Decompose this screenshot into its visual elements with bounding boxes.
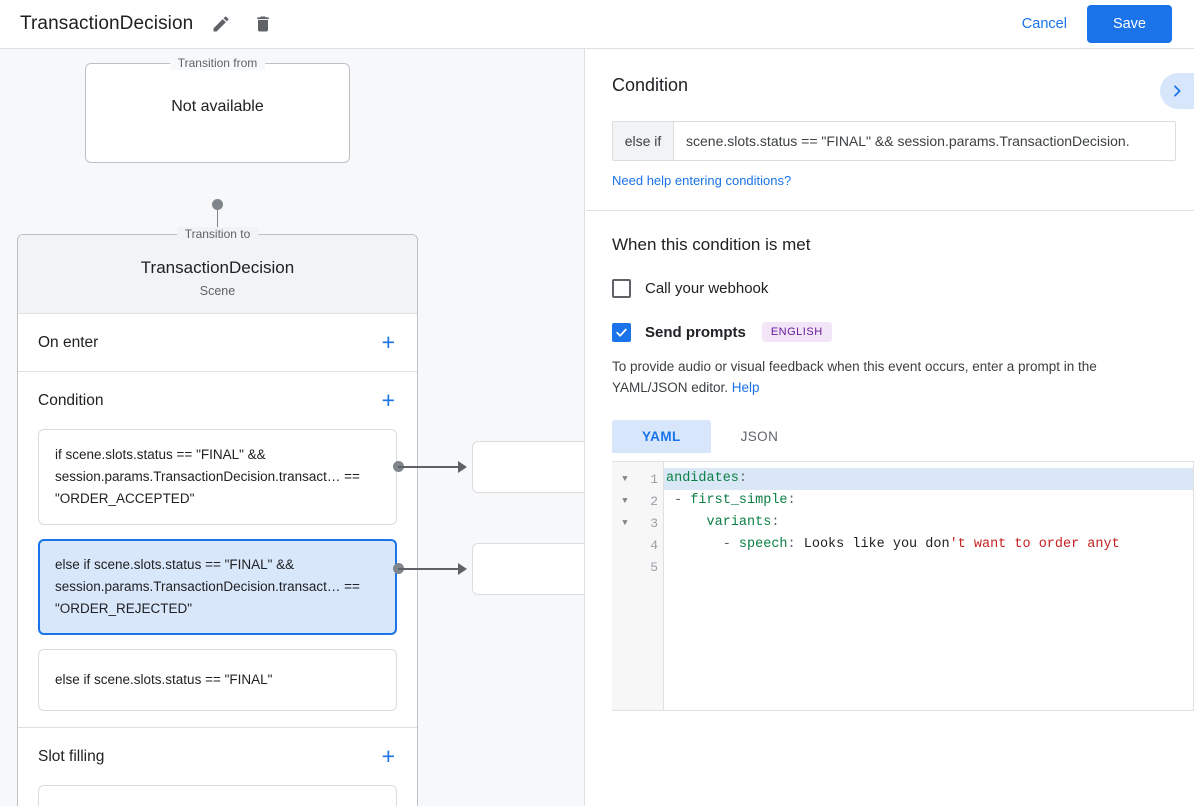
scene-canvas: Transition from Not available Transition… bbox=[0, 49, 585, 806]
code-token: : bbox=[787, 537, 796, 552]
connector-arrow-accepted bbox=[458, 461, 467, 473]
connector-line-accepted bbox=[398, 466, 460, 468]
condition-card-final[interactable]: else if scene.slots.status == "FINAL" bbox=[38, 649, 397, 711]
editor-format-tabs: YAML JSON bbox=[612, 420, 1168, 453]
when-met-heading: When this condition is met bbox=[612, 235, 811, 254]
tab-yaml[interactable]: YAML bbox=[612, 420, 711, 453]
condition-help-link[interactable]: Need help entering conditions? bbox=[612, 173, 792, 188]
transition-to-box: Transition to TransactionDecision Scene bbox=[18, 227, 417, 314]
add-condition-button[interactable]: + bbox=[381, 387, 395, 413]
condition-input[interactable] bbox=[674, 122, 1175, 160]
code-token: : bbox=[738, 471, 748, 486]
send-prompts-label: Send prompts bbox=[645, 323, 746, 341]
language-badge: ENGLISH bbox=[761, 322, 832, 342]
condition-input-row: else if bbox=[612, 121, 1176, 161]
editor-line-number: 5 bbox=[650, 559, 658, 575]
cancel-button[interactable]: Cancel bbox=[1006, 7, 1083, 41]
editor-line-number: 3 bbox=[650, 515, 658, 531]
editor-line-number: 4 bbox=[650, 537, 658, 553]
code-token: 't want to order anyt bbox=[949, 537, 1120, 552]
code-token: first_simple bbox=[690, 493, 788, 508]
code-token: variants bbox=[706, 515, 772, 530]
slot-validation-card[interactable]: Slot validation bbox=[38, 785, 397, 806]
code-token: Looks like you don bbox=[795, 537, 950, 552]
send-prompts-checkbox[interactable] bbox=[612, 322, 631, 342]
editor-gutter-line: ▼2 bbox=[612, 490, 663, 512]
page-title: TransactionDecision bbox=[20, 13, 194, 34]
condition-card-rejected[interactable]: else if scene.slots.status == "FINAL" &&… bbox=[38, 539, 397, 635]
code-token: - bbox=[666, 537, 739, 552]
transition-to-legend: Transition to bbox=[176, 227, 259, 241]
send-prompts-checkbox-row[interactable]: Send prompts ENGLISH bbox=[612, 322, 1168, 342]
editor-code-area[interactable]: andidates: - first_simple: variants: - s… bbox=[664, 462, 1193, 710]
section-header-on-enter: On enter + bbox=[38, 314, 397, 371]
fold-triangle-icon[interactable]: ▼ bbox=[622, 474, 628, 484]
panel-title: Condition bbox=[612, 75, 689, 95]
editor-gutter-line: ▼3 bbox=[612, 512, 663, 534]
transition-target-box-accepted[interactable] bbox=[472, 441, 584, 493]
section-title-slot-filling: Slot filling bbox=[38, 747, 105, 765]
code-token: - bbox=[666, 493, 691, 508]
editor-code-line: - speech: Looks like you don't want to o… bbox=[664, 534, 1193, 556]
prompts-description: To provide audio or visual feedback when… bbox=[612, 356, 1174, 398]
trash-icon[interactable] bbox=[249, 10, 277, 38]
code-token: : bbox=[787, 493, 796, 508]
tab-json[interactable]: JSON bbox=[711, 420, 809, 453]
chevron-right-icon-svg bbox=[1174, 85, 1181, 97]
code-token: : bbox=[771, 515, 780, 530]
app-header: TransactionDecision Cancel Save bbox=[0, 0, 1194, 49]
webhook-checkbox-row[interactable]: Call your webhook bbox=[612, 279, 1168, 298]
editor-line-number: 2 bbox=[650, 493, 658, 509]
section-title-on-enter: On enter bbox=[38, 333, 99, 351]
connector-line-rejected bbox=[398, 568, 460, 570]
section-header-slot-filling: Slot filling + bbox=[38, 728, 397, 785]
condition-detail-panel: Condition else if Need help entering con… bbox=[586, 49, 1194, 806]
transition-from-value: Not available bbox=[171, 98, 264, 115]
chevron-right-icon[interactable] bbox=[1160, 73, 1194, 109]
trash-icon-svg bbox=[257, 16, 270, 32]
transition-from-legend: Transition from bbox=[169, 56, 266, 70]
checkmark-icon bbox=[616, 328, 627, 337]
save-button[interactable]: Save bbox=[1086, 5, 1172, 43]
prompts-description-text: To provide audio or visual feedback when… bbox=[612, 359, 1097, 395]
condition-prefix-label: else if bbox=[613, 122, 674, 160]
editor-code-line bbox=[664, 556, 1193, 578]
transition-from-box: Transition from Not available bbox=[85, 56, 350, 163]
prompts-help-link[interactable]: Help bbox=[731, 380, 760, 395]
section-slot-filling: Slot filling + Slot validation bbox=[18, 728, 417, 806]
when-condition-met-section: When this condition is met Call your web… bbox=[586, 211, 1194, 711]
editor-code-line: variants: bbox=[664, 512, 1193, 534]
editor-code-line: - first_simple: bbox=[664, 490, 1193, 512]
scene-card: Transition to TransactionDecision Scene … bbox=[17, 227, 418, 806]
section-header-condition: Condition + bbox=[38, 372, 397, 429]
editor-gutter-line: ▼1 bbox=[612, 468, 663, 490]
connector-arrow-rejected bbox=[458, 563, 467, 575]
add-on-enter-button[interactable]: + bbox=[381, 329, 395, 355]
condition-card-accepted[interactable]: if scene.slots.status == "FINAL" && sess… bbox=[38, 429, 397, 525]
code-token: andidates bbox=[666, 471, 739, 486]
panel-condition-section: Condition else if Need help entering con… bbox=[586, 49, 1194, 190]
call-webhook-label: Call your webhook bbox=[645, 280, 769, 297]
section-condition: Condition + if scene.slots.status == "FI… bbox=[18, 372, 417, 728]
transition-target-box-rejected[interactable] bbox=[472, 543, 584, 595]
code-token bbox=[666, 515, 707, 530]
pencil-icon-svg bbox=[213, 16, 229, 32]
fold-triangle-icon[interactable]: ▼ bbox=[622, 496, 628, 506]
section-on-enter: On enter + bbox=[18, 314, 417, 372]
call-webhook-checkbox[interactable] bbox=[612, 279, 631, 298]
panel-divider bbox=[586, 210, 1194, 211]
pencil-icon[interactable] bbox=[207, 10, 235, 38]
editor-gutter-line: 5 bbox=[612, 556, 663, 578]
editor-code-line: andidates: bbox=[664, 468, 1193, 490]
code-token: speech bbox=[738, 537, 788, 552]
fold-triangle-icon[interactable]: ▼ bbox=[622, 518, 628, 528]
editor-gutter-line: 4 bbox=[612, 534, 663, 556]
section-title-condition: Condition bbox=[38, 391, 104, 409]
editor-line-number: 1 bbox=[650, 471, 658, 487]
add-slot-filling-button[interactable]: + bbox=[381, 743, 395, 769]
scene-type: Scene bbox=[199, 284, 236, 298]
scene-name: TransactionDecision bbox=[140, 258, 295, 277]
